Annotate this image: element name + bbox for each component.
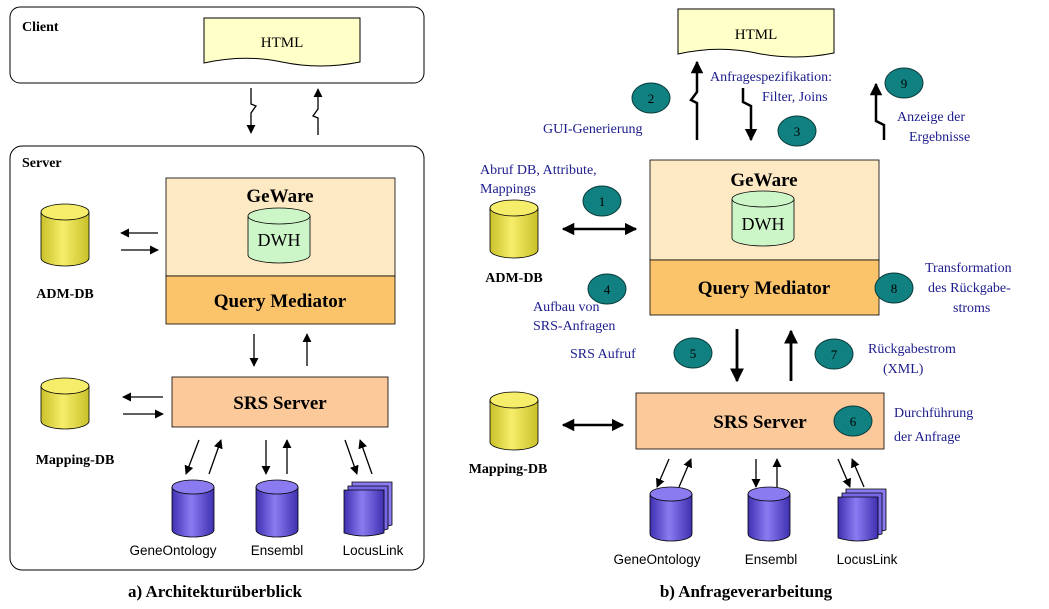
annotation-gui: GUI-Generierung [543,122,643,137]
admdb-cylinder-right [489,199,539,259]
step-6-badge: 6 [833,405,873,437]
annotation-rueck-line1: Rückgabestrom [868,342,956,357]
step-5-badge: 5 [673,337,713,369]
annotation-trans-line1: Transformation [925,261,1012,276]
step-9-badge: 9 [884,67,924,99]
arrow-geneontology-to-srs-left [208,439,223,475]
annotation-abruf-line1: Abruf DB, Attribute, [480,163,597,178]
svg-text:7: 7 [831,347,838,362]
dwh-cylinder-left [247,207,311,264]
mediator-box-left [165,275,396,325]
geware-label-left: GeWare [246,186,313,207]
source-label-ensembl-left: Ensembl [251,543,304,558]
arrow-result-display [869,82,886,140]
mappingdb-label-right: Mapping-DB [469,462,548,477]
arrow-server-to-client [311,88,323,135]
geneontology-cylinder-left [171,479,215,538]
step-4-badge: 4 [587,273,627,305]
source-label-geneontology-left: GeneOntology [129,543,216,558]
locuslink-documents-left [343,481,393,537]
svg-text:9: 9 [901,76,908,91]
mappingdb-cylinder-right [489,391,539,451]
step-7-badge: 7 [814,338,854,370]
annotation-aufbau-line1: Aufbau von [533,300,600,315]
arrow-gui-generation [689,60,704,140]
srs-label-left: SRS Server [233,393,327,414]
arrow-locuslink-to-srs-right [851,458,865,488]
annotation-durch-line1: Durchführung [894,406,973,421]
geneontology-cylinder-right [649,486,693,542]
annotation-trans-line2: des Rückgabe- [928,281,1011,296]
annotation-trans-line3: stroms [953,301,990,316]
arrow-srs-to-locuslink-left [344,439,359,475]
arrow-query-spec [741,88,758,142]
server-label: Server [22,156,62,171]
annotation-anzeige-line1: Anzeige der [897,110,965,125]
step-8-badge: 8 [874,272,914,304]
caption-left: a) Architekturüberblick [128,582,302,601]
annotation-anfrage-line1: Anfragespezifikation: [710,70,832,85]
dwh-label-right: DWH [742,214,785,234]
ensembl-cylinder-right [747,486,791,542]
source-label-geneontology-right: GeneOntology [613,552,700,567]
ensembl-cylinder-left [255,479,299,538]
step-1-badge: 1 [582,185,622,217]
srs-box-left [171,376,389,428]
annotation-anzeige-line2: Ergebnisse [909,130,970,145]
locuslink-documents-right [837,488,887,542]
mediator-label-left: Query Mediator [214,291,347,312]
source-label-locuslink-left: LocusLink [343,543,404,558]
html-label-left: HTML [261,35,304,51]
svg-text:8: 8 [891,281,898,296]
admdb-label-left: ADM-DB [36,287,94,302]
source-label-ensembl-right: Ensembl [745,552,798,567]
mediator-label-right: Query Mediator [698,278,831,299]
annotation-anfrage-line2: Filter, Joins [762,90,828,105]
step-3-badge: 3 [777,115,817,147]
svg-text:1: 1 [599,194,606,209]
svg-text:2: 2 [648,91,655,106]
svg-text:3: 3 [794,124,801,139]
source-label-locuslink-right: LocusLink [837,552,898,567]
html-label-right: HTML [735,27,778,43]
mappingdb-label-left: Mapping-DB [36,453,115,468]
arrow-locuslink-to-srs-left [358,439,373,475]
srs-label-right: SRS Server [713,412,807,433]
annotation-abruf-line2: Mappings [480,182,536,197]
mediator-box-right [649,259,880,316]
dwh-cylinder-right [731,190,795,247]
arrow-srs-to-locuslink-right [837,458,851,488]
mappingdb-cylinder-left [40,377,90,430]
admdb-cylinder-left [40,203,90,267]
annotation-durch-line2: der Anfrage [894,430,960,445]
svg-text:4: 4 [604,282,611,297]
client-label: Client [22,20,59,35]
step-circles: 1 2 3 4 5 6 7 8 [582,67,924,437]
dwh-label-left: DWH [258,230,301,250]
arrow-srs-to-geneontology-left [184,439,200,475]
annotation-aufbau-line2: SRS-Anfragen [533,319,615,334]
svg-text:5: 5 [690,346,697,361]
annotation-srs-aufruf: SRS Aufruf [570,347,636,362]
admdb-label-right: ADM-DB [485,271,543,286]
html-document-right [677,8,835,58]
step-2-badge: 2 [631,82,671,114]
arrow-geneontology-to-srs-right [678,458,692,488]
svg-text:6: 6 [850,414,857,429]
arrow-client-to-server [246,88,258,134]
caption-right: b) Anfrageverarbeitung [660,582,833,601]
html-document-left [203,17,361,67]
annotation-rueck-line2: (XML) [883,362,924,377]
geware-label-right: GeWare [730,170,797,191]
arrow-srs-to-geneontology-right [656,458,670,488]
